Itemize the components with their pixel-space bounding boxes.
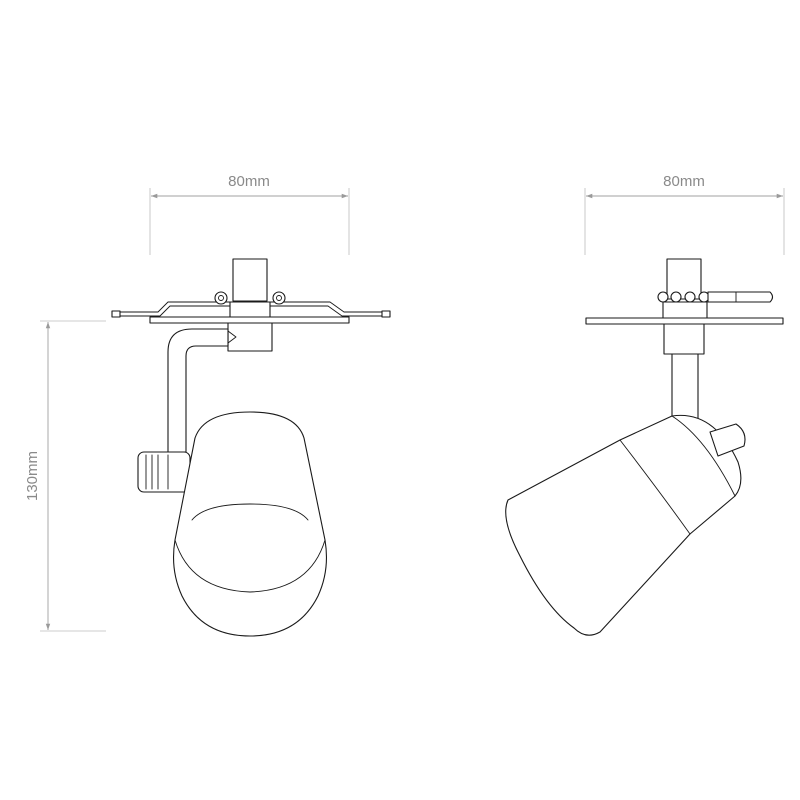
- front-lamp-shade: [173, 411, 327, 637]
- side-terminal-screws: [657, 291, 710, 303]
- side-terminal-block: [666, 258, 702, 300]
- front-view-spotlight: [111, 258, 391, 637]
- front-spring-clip-right: [267, 301, 391, 318]
- front-height-dimension: 130mm: [24, 320, 106, 632]
- front-mounting-plate: [149, 316, 350, 324]
- side-lamp-shade: [505, 414, 746, 636]
- side-wire-lead: [707, 291, 774, 303]
- front-terminal-block: [232, 258, 268, 302]
- front-height-label: 130mm: [24, 451, 41, 501]
- front-swivel-knob: [137, 451, 191, 493]
- front-collar: [227, 322, 273, 352]
- side-stem: [671, 353, 699, 421]
- front-width-dimension: 80mm: [149, 173, 350, 255]
- side-mounting-plate: [585, 317, 784, 325]
- side-width-dimension: 80mm: [584, 173, 785, 255]
- side-view-spotlight: [505, 258, 784, 636]
- front-spring-clip-left: [111, 301, 237, 318]
- front-width-label: 80mm: [228, 173, 270, 190]
- side-collar: [663, 323, 705, 355]
- side-width-label: 80mm: [663, 173, 705, 190]
